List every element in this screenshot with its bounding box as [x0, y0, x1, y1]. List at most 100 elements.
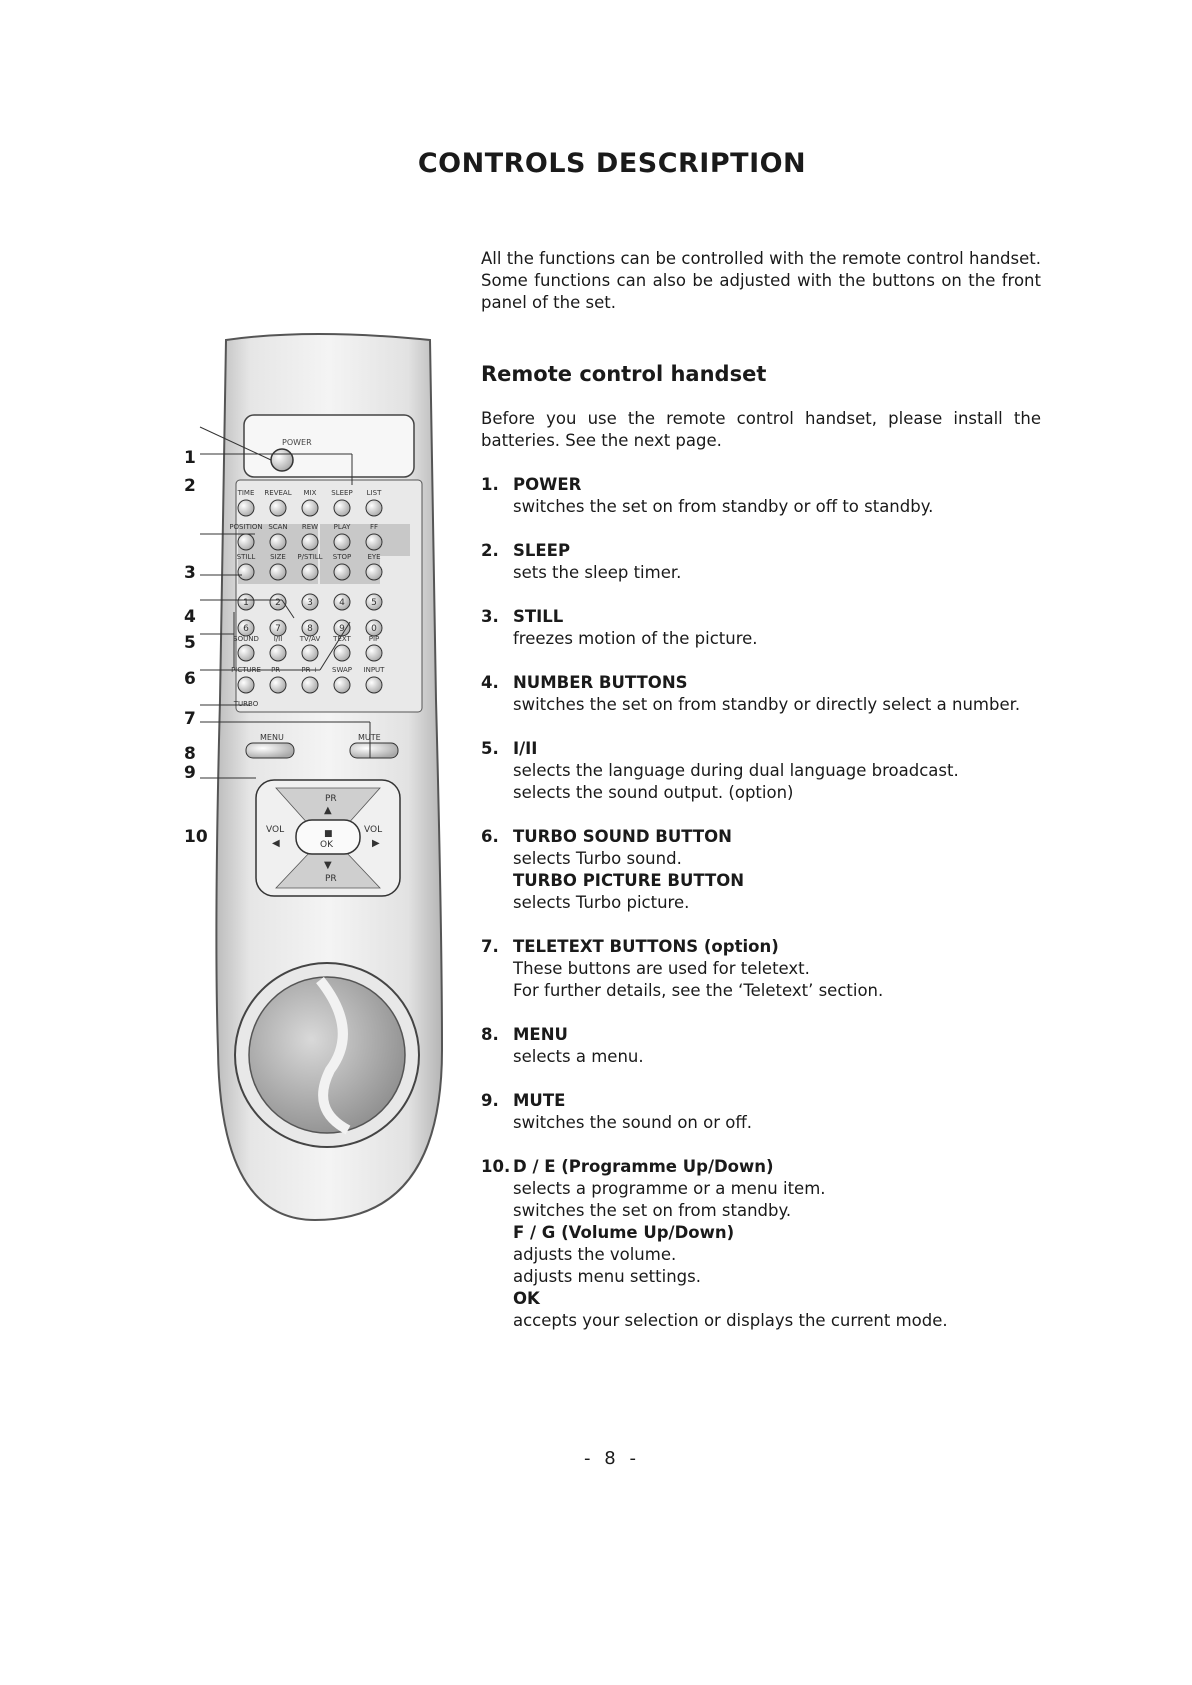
item-description: adjusts the volume.	[513, 1245, 677, 1264]
callout-1: 1	[184, 448, 196, 468]
callout-8: 8	[184, 744, 196, 764]
remote-button	[301, 676, 319, 694]
remote-button-label: REW	[302, 523, 318, 531]
digit-button	[365, 593, 383, 611]
svg-text:▶: ▶	[372, 838, 380, 849]
remote-button-label: TIME	[237, 489, 255, 497]
remote-button-label: FF	[370, 523, 378, 531]
digit-button	[269, 593, 287, 611]
ok-button	[295, 819, 361, 855]
remote-button	[365, 644, 383, 662]
power-label: POWER	[282, 438, 312, 447]
item-number: 5.	[481, 739, 499, 758]
remote-button-label: LIST	[367, 489, 382, 497]
turbo-label: TURBO	[233, 700, 259, 708]
menu-label: MENU	[260, 733, 284, 742]
section-heading: Remote control handset	[481, 362, 767, 386]
remote-button	[237, 533, 255, 551]
remote-button	[269, 533, 287, 551]
item-title: D / E (Programme Up/Down)	[513, 1157, 774, 1176]
item-description: selects a programme or a menu item.	[513, 1179, 826, 1198]
digit-label: 4	[339, 598, 345, 608]
item-description: switches the set on from standby or dire…	[513, 695, 1021, 714]
item-title: SLEEP	[513, 541, 571, 560]
remote-button-label: PLAY	[334, 523, 352, 531]
digit-label: 7	[275, 624, 281, 634]
dial	[248, 976, 406, 1134]
digit-label: 8	[307, 624, 313, 634]
item-description: selects Turbo sound.	[513, 849, 682, 868]
digit-button	[333, 593, 351, 611]
item-title: STILL	[513, 607, 564, 626]
remote-button-label: MIX	[304, 489, 317, 497]
page-title: CONTROLS DESCRIPTION	[417, 148, 807, 179]
item-title: NUMBER BUTTONS	[513, 673, 688, 692]
remote-button	[301, 533, 319, 551]
item-description: selects Turbo picture.	[513, 893, 690, 912]
remote-button	[365, 676, 383, 694]
remote-button-label: STILL	[237, 553, 256, 561]
remote-button-label: P/STILL	[297, 553, 322, 561]
item-number: 2.	[481, 541, 499, 560]
remote-button	[269, 644, 287, 662]
vol-left-label: VOL	[266, 825, 284, 835]
remote-button-label: SCAN	[268, 523, 287, 531]
remote-button	[237, 563, 255, 581]
remote-button-label: TV/AV	[299, 635, 321, 643]
item-number: 10.	[481, 1157, 511, 1176]
menu-button	[245, 742, 295, 759]
item-number: 1.	[481, 475, 499, 494]
digit-button	[237, 619, 255, 637]
item-title: TURBO SOUND BUTTON	[513, 827, 732, 846]
remote-button	[333, 676, 351, 694]
remote-button	[237, 676, 255, 694]
vol-right-label: VOL	[364, 825, 382, 835]
digit-label: 2	[275, 598, 281, 608]
item-title: MENU	[513, 1025, 568, 1044]
remote-button-label: PIP	[369, 635, 380, 643]
item-description: selects the language during dual languag…	[513, 761, 959, 780]
callout-4: 4	[184, 607, 196, 627]
callout-3: 3	[184, 563, 196, 583]
svg-text:▼: ▼	[324, 860, 332, 871]
remote-button-label: I/II	[274, 635, 283, 643]
item-number: 6.	[481, 827, 499, 846]
digit-label: 6	[243, 624, 249, 634]
pr-down-label: PR	[325, 874, 337, 884]
svg-text:■: ■	[324, 829, 333, 839]
power-button	[270, 448, 294, 472]
mute-label: MUTE	[358, 733, 381, 742]
item-description: These buttons are used for teletext.	[513, 959, 810, 978]
remote-button-label: SOUND	[233, 635, 259, 643]
remote-button	[237, 644, 255, 662]
callout-7: 7	[184, 709, 196, 729]
control-item: 7.TELETEXT BUTTONS (option)These buttons…	[481, 936, 1041, 1002]
mute-button	[349, 742, 399, 759]
callout-9: 9	[184, 763, 196, 783]
digit-label: 1	[243, 598, 249, 608]
digit-label: 0	[371, 624, 377, 634]
item-number: 3.	[481, 607, 499, 626]
remote-button	[301, 563, 319, 581]
remote-button-label: TEXT	[332, 635, 351, 643]
callout-2: 2	[184, 476, 196, 496]
remote-button	[333, 533, 351, 551]
item-title: F / G (Volume Up/Down)	[513, 1223, 735, 1242]
digit-button	[333, 619, 351, 637]
callout-5: 5	[184, 633, 196, 653]
digit-label: 5	[371, 598, 377, 608]
before-use-paragraph: Before you use the remote control handse…	[481, 409, 1041, 450]
item-title: TELETEXT BUTTONS (option)	[513, 937, 779, 956]
intro-paragraph: All the functions can be controlled with…	[481, 249, 1041, 312]
remote-button-label: SIZE	[270, 553, 286, 561]
remote-button	[333, 563, 351, 581]
remote-button	[237, 499, 255, 517]
remote-button-label: INPUT	[364, 666, 386, 674]
remote-button	[365, 499, 383, 517]
item-description: selects the sound output. (option)	[513, 783, 794, 802]
